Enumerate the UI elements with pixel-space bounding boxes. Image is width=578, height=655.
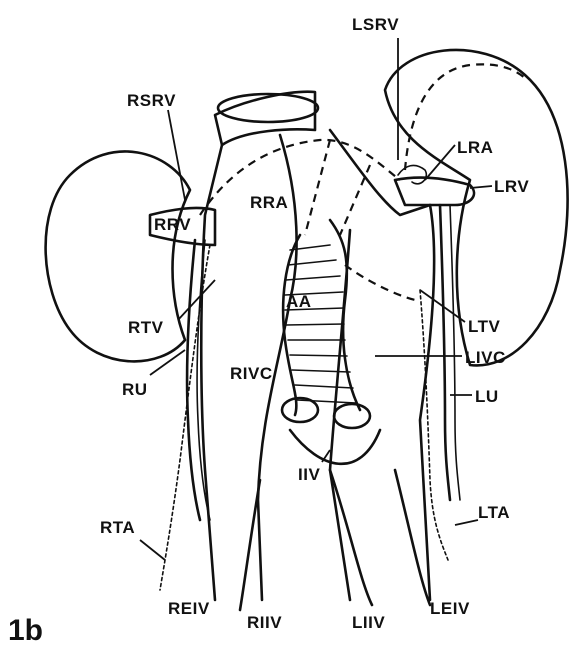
label-livc: LIVC: [465, 348, 506, 367]
leader-lrv: [470, 186, 492, 188]
label-lrv: LRV: [494, 177, 529, 196]
ltv-dashed-branch: [345, 265, 415, 300]
label-aa: AA: [286, 292, 312, 311]
label-rta: RTA: [100, 518, 135, 537]
right-renal-artery: [200, 140, 400, 215]
leader-rtv: [178, 280, 215, 320]
label-rra: RRA: [250, 193, 288, 212]
label-reiv: REIV: [168, 599, 210, 618]
label-ltv: LTV: [468, 317, 501, 336]
label-lta: LTA: [478, 503, 510, 522]
aorta-bifurcation-left: [334, 404, 370, 428]
label-rivc: RIVC: [230, 364, 273, 383]
leader-rta: [140, 540, 165, 560]
leader-rsrv: [168, 110, 185, 200]
left-renal-artery-coil: [398, 165, 426, 183]
label-liiv: LIIV: [352, 613, 385, 632]
label-lsrv: LSRV: [352, 15, 399, 34]
aorta-bifurcation-right: [282, 398, 318, 422]
label-rrv: RRV: [154, 215, 191, 234]
label-riiv: RIIV: [247, 613, 282, 632]
iliac-veins: [240, 430, 430, 610]
label-lu: LU: [475, 387, 499, 406]
right-kidney: [46, 151, 190, 361]
label-rsrv: RSRV: [127, 91, 176, 110]
label-ru: RU: [122, 380, 148, 399]
figure-label: 1b: [8, 614, 43, 647]
left-ureter: [440, 205, 450, 500]
label-rtv: RTV: [128, 318, 164, 337]
leader-lta: [455, 520, 478, 525]
label-leiv: LEIV: [430, 599, 470, 618]
left-renal-vein: [395, 178, 474, 205]
leader-lra: [425, 145, 455, 180]
label-lra: LRA: [457, 138, 493, 157]
right-ureter: [187, 240, 200, 520]
aorta-dashed-segment: [305, 140, 370, 235]
label-iiv: IIV: [298, 465, 320, 484]
